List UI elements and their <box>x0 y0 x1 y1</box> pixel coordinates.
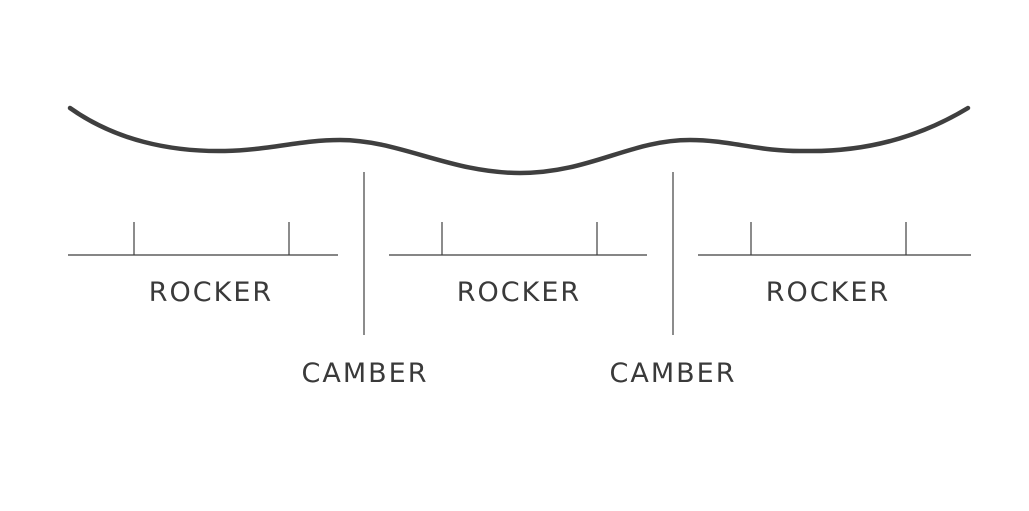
board-profile-curve <box>67 105 971 176</box>
camber-label-left: CAMBER <box>302 358 429 389</box>
rocker-label-center: ROCKER <box>457 277 581 308</box>
rocker-label-left: ROCKER <box>149 277 273 308</box>
rocker-ruler-right <box>698 222 971 256</box>
rocker-ruler-center <box>389 222 647 256</box>
rocker-ruler-left <box>68 222 338 256</box>
rocker-label-right: ROCKER <box>766 277 890 308</box>
camber-label-right: CAMBER <box>610 358 737 389</box>
